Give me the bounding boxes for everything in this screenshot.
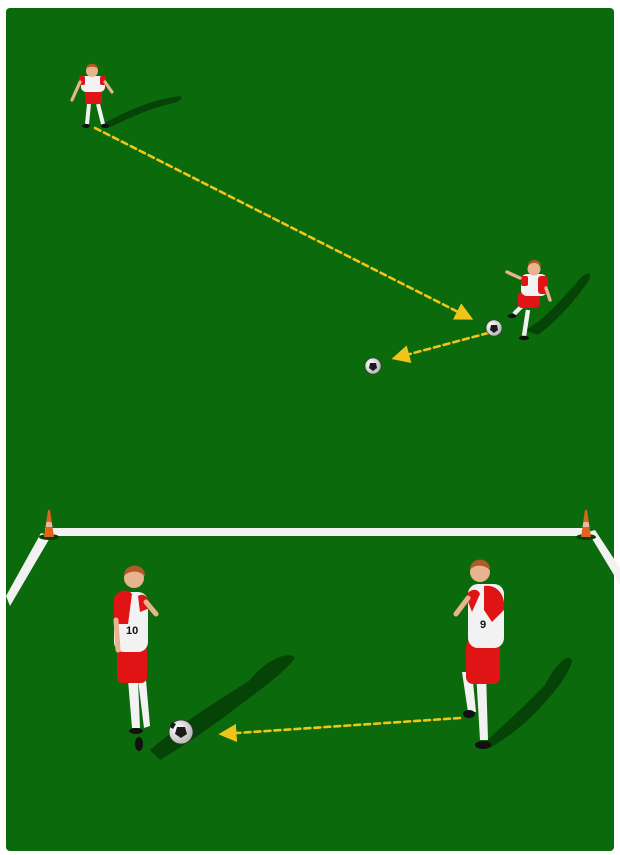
ball-near-runner (486, 320, 502, 336)
jersey-number-9: 9 (480, 619, 486, 631)
jersey-number-10: 10 (126, 625, 138, 637)
ball-target (365, 358, 381, 374)
pitch (6, 8, 614, 851)
touch-line (45, 528, 585, 536)
ball-bottom (169, 720, 193, 744)
